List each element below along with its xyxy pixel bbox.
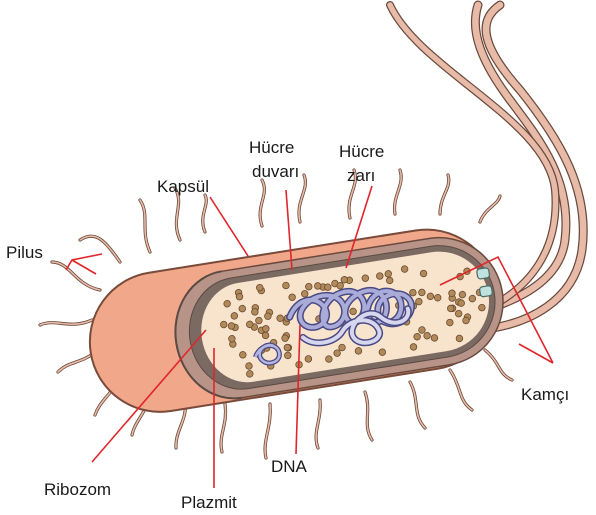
label-hucre-duvari-2: duvarı <box>252 162 299 181</box>
label-hucre-zari-2: zarı <box>347 166 375 185</box>
pilus-hair-fill <box>450 370 472 410</box>
label-kapsul: Kapsül <box>157 177 209 196</box>
leader-kapsul <box>210 197 248 256</box>
label-hucre-duvari-1: Hücre <box>249 138 294 157</box>
label-dna: DNA <box>271 457 308 476</box>
pilus-hair <box>80 236 120 262</box>
label-plazmit: Plazmit <box>181 493 237 512</box>
label-pilus: Pilus <box>6 243 43 262</box>
label-ribozom: Ribozom <box>44 480 111 499</box>
pilus-hair-fill <box>52 262 100 290</box>
label-kamci: Kamçı <box>521 385 569 404</box>
label-hucre-zari-1: Hücre <box>339 142 384 161</box>
pilus-hair-fill <box>265 404 270 458</box>
cell-body <box>80 219 513 422</box>
